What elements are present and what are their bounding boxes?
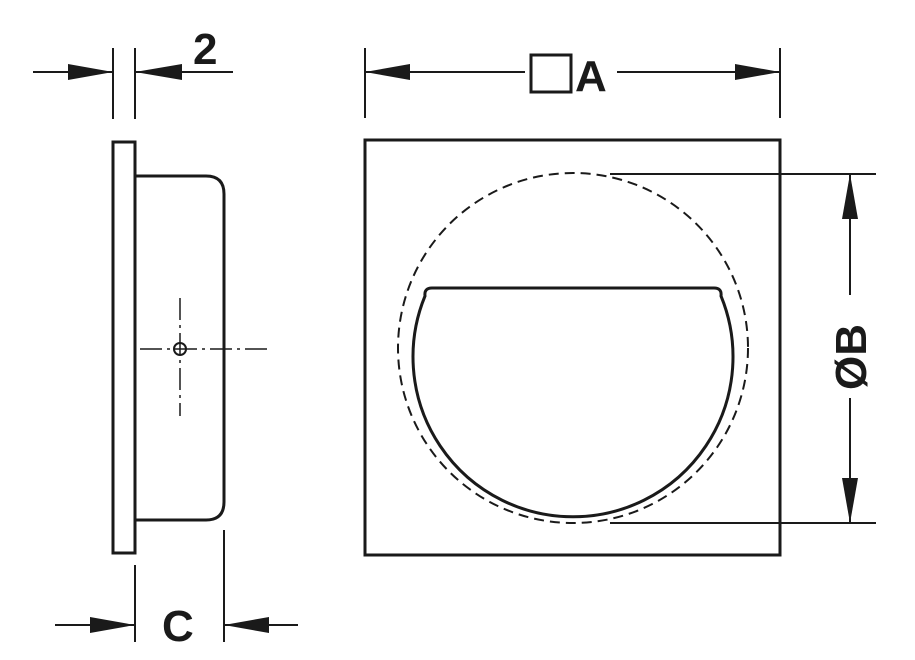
side-body <box>135 174 226 522</box>
thickness-label: 2 <box>193 25 217 74</box>
arrowhead-icon <box>365 64 410 80</box>
dimension-thickness: 2 <box>33 25 233 119</box>
arrowhead-icon <box>842 478 858 523</box>
arrowhead-icon <box>735 64 780 80</box>
arrowhead-icon <box>135 64 182 80</box>
grip-recess <box>411 286 735 519</box>
depth-label: C <box>162 602 194 651</box>
dimension-diameter: ØB <box>610 173 876 524</box>
diameter-label: ØB <box>827 324 876 390</box>
arrowhead-icon <box>90 617 135 633</box>
arrowhead-icon <box>68 64 113 80</box>
width-label: A <box>575 52 607 101</box>
side-flange <box>111 140 137 555</box>
square-plate <box>363 138 782 557</box>
side-view <box>111 140 272 555</box>
dimension-width: A <box>364 48 781 118</box>
front-view <box>363 138 782 557</box>
dimension-depth: C <box>55 530 298 651</box>
arrowhead-icon <box>842 174 858 219</box>
square-symbol-icon <box>529 53 573 94</box>
cutout-circle <box>397 172 749 524</box>
arrowhead-icon <box>224 617 269 633</box>
